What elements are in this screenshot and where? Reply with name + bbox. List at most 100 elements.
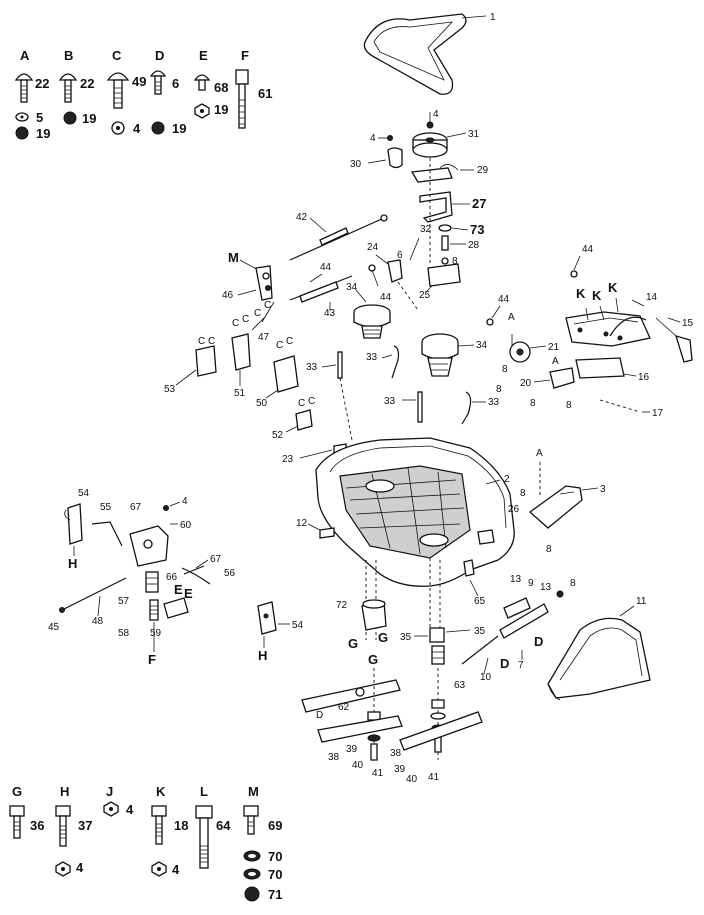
hw-h-num-1: 37 (78, 818, 92, 833)
hw-letter-k: K (156, 784, 166, 799)
callout-24: 24 (367, 242, 379, 253)
callout-55: 55 (100, 502, 112, 513)
bolt-icon (106, 72, 130, 109)
callout-63: 63 (454, 680, 466, 691)
callout-Gb: G (378, 630, 388, 645)
bracket-50 (273, 355, 299, 393)
spring-67 (183, 565, 205, 575)
callout-Eb: E (184, 586, 193, 601)
callout-42a: 42 (296, 212, 308, 223)
bar-16 (575, 357, 625, 379)
link-55 (91, 521, 123, 547)
link-24 (387, 259, 403, 283)
label-a20: A (552, 356, 559, 367)
blade-left (301, 679, 401, 713)
callout-40b: 40 (406, 774, 418, 785)
callout-33b: 33 (366, 352, 378, 363)
hw-j-num-1: 4 (126, 802, 134, 817)
hw-letter-f: F (241, 48, 249, 63)
callout-Ea: E (174, 582, 183, 597)
callout-48: 48 (92, 616, 104, 627)
callout-46: 46 (222, 290, 234, 301)
nut-icon (244, 886, 260, 902)
callout-9: 9 (528, 578, 534, 589)
part-12 (319, 527, 335, 539)
hw-letter-b: B (64, 48, 73, 63)
hw-f-num-1: 61 (258, 86, 272, 101)
spindle-housing-left (353, 304, 391, 339)
label-c53-a: C (198, 336, 205, 347)
callout-34b: 34 (476, 340, 488, 351)
spindle-21 (509, 334, 531, 363)
hw-letter-e: E (199, 48, 208, 63)
hw-m-num-3: 70 (268, 867, 282, 882)
bolt-icon (55, 805, 71, 847)
hw-letter-d: D (155, 48, 164, 63)
callout-33c: 33 (384, 396, 396, 407)
cable-bracket-67 (129, 525, 169, 567)
callout-Hb: H (258, 648, 267, 663)
control-rod-42 (289, 214, 388, 261)
callout-8e: 8 (520, 488, 526, 499)
bolt-icon (14, 73, 34, 103)
hw-m-num-4: 71 (268, 887, 282, 902)
hardware-key-bottom: G H J K L M 36 37 4 4 18 4 (9, 784, 282, 902)
bolt-icon (193, 74, 211, 91)
callout-Db: D (534, 634, 543, 649)
callout-F: F (148, 652, 156, 667)
label-c50-b: C (286, 336, 293, 347)
callout-44b: 44 (380, 292, 392, 303)
callout-3: 3 (600, 484, 606, 495)
hinge-13 (503, 597, 531, 619)
hw-m-num-1: 69 (268, 818, 282, 833)
callout-34a: 34 (346, 282, 358, 293)
callout-38b: 38 (390, 748, 402, 759)
callout-66: 66 (166, 572, 178, 583)
callout-44c: 44 (582, 244, 594, 255)
callout-33a: 33 (306, 362, 318, 373)
callout-54a: 54 (78, 488, 90, 499)
hw-letter-a: A (20, 48, 30, 63)
pin-33-center (417, 391, 423, 423)
callout-27: 27 (472, 196, 486, 211)
callout-Ha: H (68, 556, 77, 571)
callout-25: 25 (419, 290, 431, 301)
callout-41b: 41 (428, 772, 440, 783)
callout-M: M (228, 250, 239, 265)
spindle-35 (429, 627, 445, 665)
callout-58: 58 (118, 628, 130, 639)
clutch-57 (145, 571, 159, 593)
pulley-bracket-29 (410, 167, 453, 183)
hardware-key-top: A B C D E F 22 22 49 (14, 48, 272, 141)
bracket-54-top (67, 503, 83, 545)
hw-letter-c: C (112, 48, 122, 63)
callout-12: 12 (296, 518, 308, 529)
callout-8d: 8 (530, 398, 536, 409)
lift-plate-14 (565, 311, 651, 347)
callout-13a: 13 (510, 574, 522, 585)
bracket-20 (549, 367, 575, 389)
callout-53: 53 (164, 384, 176, 395)
callout-65: 65 (474, 596, 486, 607)
callout-15: 15 (682, 318, 694, 329)
callout-57: 57 (118, 596, 130, 607)
callout-73: 73 (470, 222, 484, 237)
bolt-icon (58, 73, 78, 103)
bolt-icon (243, 805, 259, 835)
rod-10 (461, 635, 499, 665)
callout-4a: 4 (433, 109, 439, 120)
hw-letter-j: J (106, 784, 113, 799)
hw-a-num-2: 5 (36, 110, 43, 125)
callout-K3: K (608, 280, 618, 295)
callout-cCb: C (264, 300, 271, 311)
callout-26: 26 (508, 504, 520, 515)
callout-11: 11 (636, 596, 647, 607)
bolt-icon (151, 805, 167, 845)
mower-deck (315, 437, 515, 587)
callout-44d: 44 (498, 294, 510, 305)
callout-45: 45 (48, 622, 60, 633)
callout-21: 21 (548, 342, 560, 353)
callout-59: 59 (150, 628, 162, 639)
discharge-rod-7 (499, 603, 549, 639)
callout-K1: K (576, 286, 586, 301)
